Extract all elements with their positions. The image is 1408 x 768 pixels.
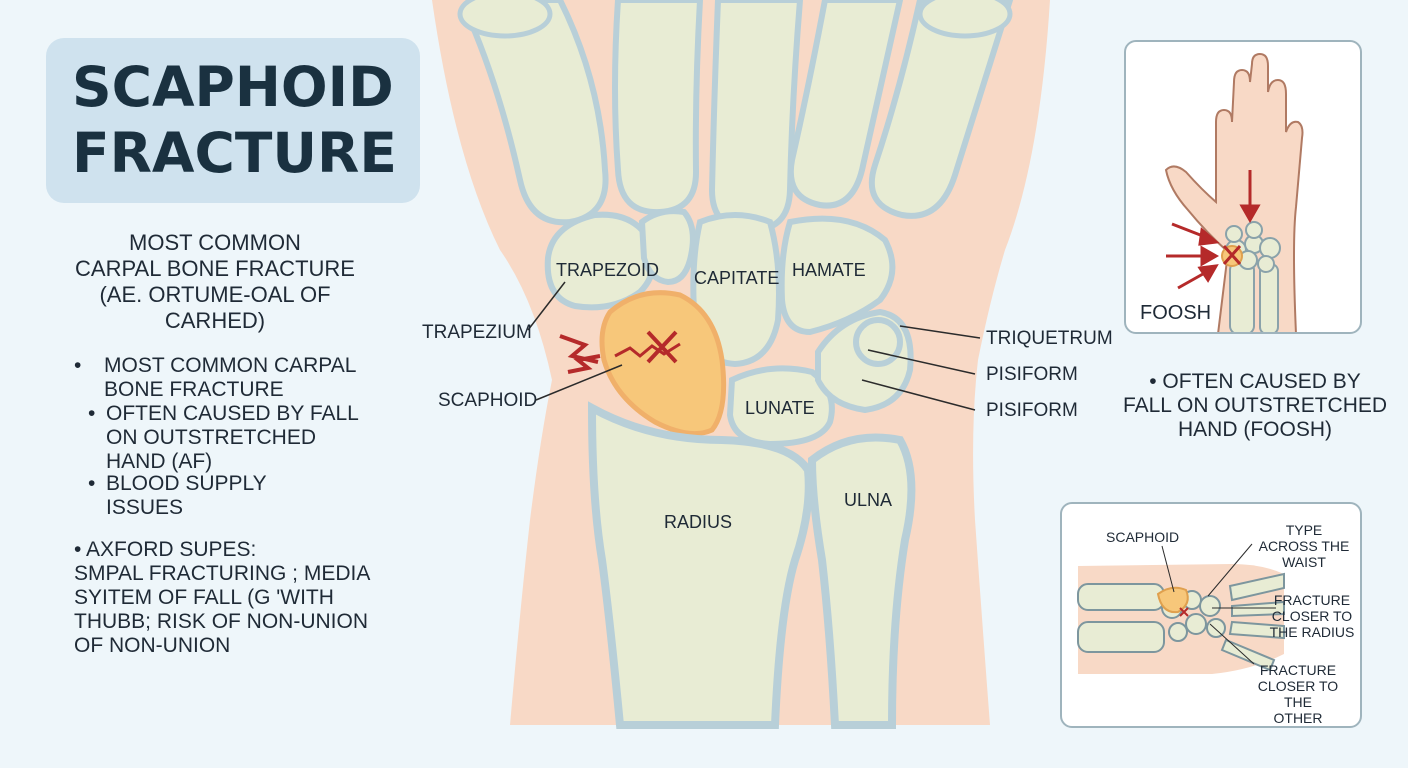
force-arrows-icon [1166,170,1261,290]
bullet-line: HAND (AF) [106,450,213,473]
label-radius: RADIUS [664,512,733,532]
label-lunate: LUNATE [745,398,815,418]
pisiform-bone [853,317,903,367]
radius-bone [587,401,813,729]
panel-label-carpals-line3: OTHER CARPALS [1273,710,1323,726]
title-box: SCAPHOID FRACTURE [46,38,420,203]
panel-label-carpals-line1: FRACTURE [1259,662,1337,678]
bullet-line: BLOOD SUPPLY [106,472,267,495]
label-pisiform: PISIFORM [986,364,1078,385]
panel-label-type-line1: TYPE [1285,522,1323,538]
bullet-line: OFTEN CAUSED BY FALL [106,402,359,425]
label-pisiform: PISIFORM [986,400,1078,421]
note-line3: SYITEM OF FALL (G 'WITH [74,586,334,609]
foosh-caption-line2: FALL ON OUTSTRETCHED [1122,394,1388,417]
panel-label-type-line2: ACROSS THE [1258,538,1350,554]
panel-label-scaphoid: SCAPHOID [1106,529,1180,545]
foosh-caption-line3: HAND (FOOSH) [1178,418,1332,441]
foosh-label: FOOSH [1140,302,1212,324]
fracture-types-panel: SCAPHOID TYPE ACROSS THE WAIST FRACTURE … [1060,502,1362,728]
bullet-dot: • [88,472,96,495]
foosh-panel: FOOSH [1124,40,1362,334]
note-block: • AXFORD SUPES: SMPAL FRACTURING ; MEDIA… [74,538,394,658]
note-line1: • AXFORD SUPES: [74,538,257,561]
label-hamate: HAMATE [792,260,866,280]
intro-line3: (AE. ORTUME-OAL OF CARHED) [99,282,331,333]
panel-label-radius-line2: CLOSER TO [1271,608,1353,624]
bullet-item: • MOST COMMON CARPAL BONE FRACTURE [74,354,374,402]
title-line1: SCAPHOID [72,55,394,119]
intro-line1: MOST COMMON [129,230,301,255]
fracture-x-mark [646,330,678,364]
foosh-caption-line1: • OFTEN CAUSED BY [1149,370,1361,393]
note-line2: SMPAL FRACTURING ; MEDIA [74,562,371,585]
panel-label-type: TYPE ACROSS THE WAIST [1256,522,1352,570]
ulna-bone [807,433,916,729]
title-line2: FRACTURE [72,121,397,185]
bullet-dot: • [74,354,82,377]
label-capitate: CAPITATE [694,268,780,288]
bullet-dot: • [88,402,96,425]
bullet-line: ISSUES [106,496,184,519]
foosh-caption: • OFTEN CAUSED BY FALL ON OUTSTRETCHED H… [1120,370,1390,442]
label-scaphoid: SCAPHOID [438,390,538,411]
note-line5: OF NON-UNION [74,634,231,657]
bullet-item: • OFTEN CAUSED BY FALL ON OUTSTRETCHED H… [88,402,388,474]
label-trapezium: TRAPEZIUM [422,322,532,343]
label-triquetrum: TRIQUETRUM [986,328,1113,349]
bullet-item: • BLOOD SUPPLY ISSUES [88,472,388,520]
panel-label-radius-line1: FRACTURE [1273,592,1351,608]
bullet-line: ON OUTSTRETCHED [106,426,316,449]
small-carpal [638,208,696,286]
intro-text: MOST COMMON CARPAL BONE FRACTURE (AE. OR… [50,230,380,334]
carpal-bones [544,208,914,448]
panel-label-radius-line3: THE RADIUS [1269,624,1355,640]
panel-label-radius: FRACTURE CLOSER TO THE RADIUS [1266,592,1358,640]
scaphoid-bone [599,290,727,437]
panel-label-carpals: FRACTURE CLOSER TO THE OTHER CARPALS [1242,662,1354,726]
label-ulna: ULNA [844,490,893,510]
panel-label-type-line3: WAIST [1282,554,1326,570]
metacarpals [467,0,1014,234]
leader-lines [527,281,981,411]
foosh-hand-illustration [1164,52,1304,332]
hamate-bone [778,215,896,336]
panel-label-carpals-line2: CLOSER TO THE [1257,678,1339,710]
bullet-line: MOST COMMON CARPAL [104,354,357,377]
intro-line2: CARPAL BONE FRACTURE [75,256,355,281]
bullet-line: BONE FRACTURE [104,378,284,401]
lightning-icon [559,334,601,374]
label-trapezoid: TRAPEZOID [556,260,660,280]
note-line4: THUBB; RISK OF NON-UNION [74,610,369,633]
fracture-types-illustration [1077,543,1285,674]
